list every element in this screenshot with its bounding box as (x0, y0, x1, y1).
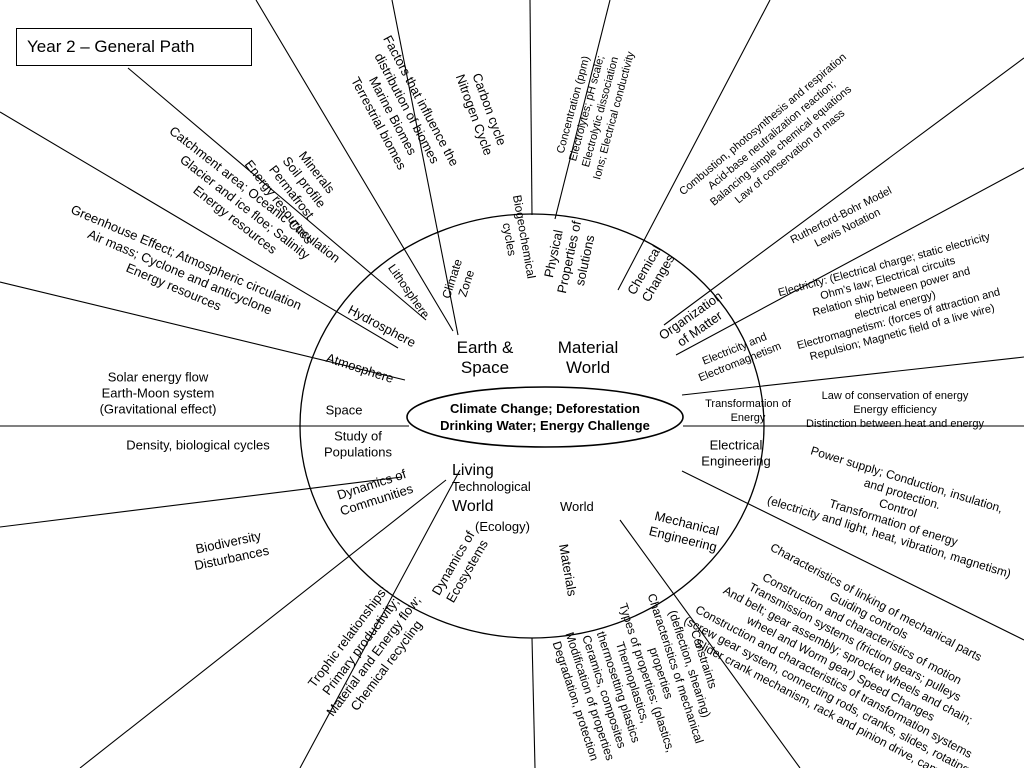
quadrant-earth-line: Earth & (457, 338, 514, 357)
ring-label-climate-zone: ClimateZone (439, 257, 479, 305)
ring-label-space: Space (326, 403, 363, 418)
radial-divider-line (617, 0, 771, 291)
outer-label-electricity-static: Electricity: (Electrical charge; static … (777, 231, 1010, 367)
ecology-label: (Ecology) (475, 519, 530, 534)
outer-label-conservation-line: Distinction between heat and energy (806, 418, 984, 430)
ring-label-study-populations-line: Study of (334, 429, 382, 444)
outer-label-density-line: Density, biological cycles (126, 438, 270, 453)
ring-label-study-populations-line: Populations (324, 445, 392, 460)
radial-divider-line (554, 0, 611, 220)
outer-label-trophic: Trophic relationships;Primary productivi… (298, 573, 437, 728)
quadrant-earth: Earth &Space (457, 338, 514, 377)
ring-label-physical-properties: PhysicalProperties ofsolutions (538, 216, 599, 298)
ring-label-transformation-energy-line: Energy (731, 412, 766, 424)
radial-divider-line (391, 0, 459, 336)
radial-divider-line (529, 0, 533, 216)
ring-label-hydrosphere-line: Hydrosphere (346, 302, 419, 350)
ring-label-mechanical-engineering: MechanicalEngineering (648, 508, 723, 555)
outer-label-solar-line: Solar energy flow (108, 370, 209, 385)
ring-label-materials: Materials (556, 543, 580, 598)
quadrant-technological-world: World (560, 499, 594, 514)
radial-divider-line (681, 356, 1024, 396)
outer-label-biomes: Factors that influence thedistribution o… (338, 33, 462, 191)
ring-label-atmosphere-line: Atmosphere (324, 350, 395, 386)
radial-divider-line (619, 519, 801, 768)
outer-label-conservation-line: Energy efficiency (853, 404, 937, 416)
ring-label-space-line: Space (326, 403, 363, 418)
radial-divider-line (0, 111, 399, 349)
ring-label-dynamics-communities: Dynamics ofCommunities (333, 465, 415, 518)
outer-label-combustion: Combustion, photosynthesis and respirati… (677, 51, 876, 230)
outer-label-minerals: MineralsSoil profilePermafrostEnergy res… (242, 127, 355, 246)
outer-label-density: Density, biological cycles (126, 438, 270, 453)
ring-label-electricity-electromagnetism: Electricity andElectromagnetism (692, 327, 783, 384)
outer-label-conservation-line: Law of conservation of energy (822, 390, 969, 402)
radial-divider-line (79, 479, 447, 768)
radial-divider-line (0, 281, 406, 381)
quadrant-living-world: World (452, 498, 494, 515)
ring-label-hydrosphere: Hydrosphere (346, 302, 419, 350)
ring-label-atmosphere: Atmosphere (324, 350, 395, 386)
outer-label-concentration: Concentration (ppm)Electrolytes; pH scal… (551, 39, 637, 181)
quadrant-material-line: Material (558, 338, 618, 357)
ring-label-biogeochemical-line: cycles (500, 222, 520, 257)
outer-label-rutherford: Rutherford-Bohr ModelLewis Notation (789, 185, 900, 259)
center-theme-line: Drinking Water; Energy Challenge (440, 418, 650, 433)
radial-divider-line (681, 470, 1024, 641)
ring-label-electrical-engineering-line: Electrical (710, 438, 763, 453)
ring-label-dynamics-ecosystems: Dynamics ofEcosystems (429, 528, 492, 606)
outer-label-solar-line: (Gravitational effect) (100, 402, 217, 417)
center-ellipse (406, 386, 684, 448)
ring-label-organization-matter: Organizationof Matter (656, 288, 734, 356)
ring-label-transformation-energy-line: Transformation of (705, 398, 792, 410)
quadrant-material-line: World (566, 358, 610, 377)
center-theme-line: Climate Change; Deforestation (450, 401, 640, 416)
outer-label-carbon-nitrogen: Carbon cycleNitrogen Cycle (453, 67, 511, 158)
ring-label-transformation-energy: Transformation of Energy (705, 398, 792, 424)
radial-divider-line (127, 67, 427, 321)
outer-label-biodiversity: BiodiversityDisturbances (190, 527, 271, 573)
quadrant-living: Living (452, 462, 494, 479)
outer-label-solar-line: Earth-Moon system (102, 386, 215, 401)
ring-label-electrical-engineering-line: Engineering (701, 454, 770, 469)
outer-label-greenhouse-line: Air mass; Cyclone and anticyclone (86, 226, 275, 317)
radial-divider-line (299, 469, 461, 768)
ring-label-materials-line: Materials (556, 543, 580, 598)
radial-divider-line (0, 476, 403, 528)
page-title: Year 2 – General Path (16, 28, 252, 66)
radial-divider-line (663, 57, 1024, 326)
ring-label-chemical-changes: ChemicalChanges (624, 243, 678, 306)
radial-divider-line (255, 0, 454, 332)
quadrant-technological: Technological (452, 479, 531, 494)
quadrant-earth-line: Space (461, 358, 509, 377)
radial-divider-line (531, 637, 536, 768)
radial-divider-line (675, 167, 1024, 356)
